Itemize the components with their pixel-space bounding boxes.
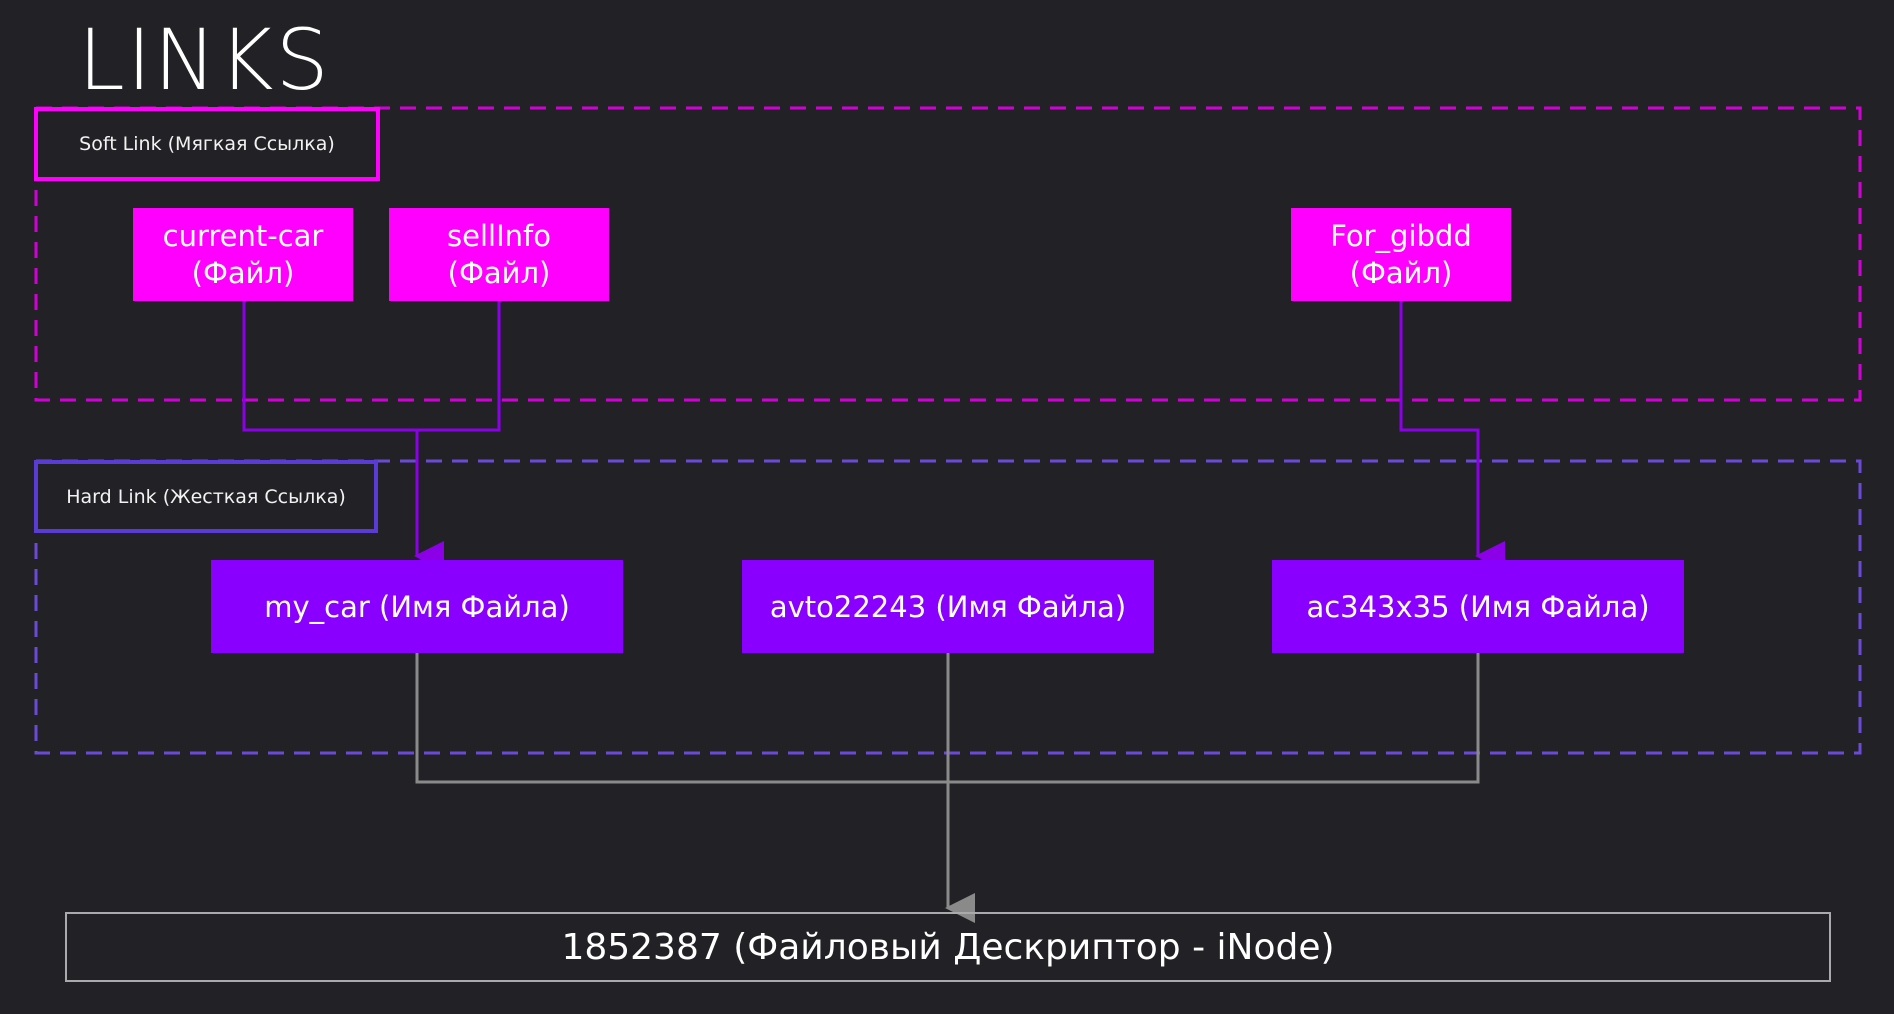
soft-link-name: current-car [162,219,324,254]
connector-sellinfo [417,301,501,432]
inode-box[interactable]: 1852387 (Файловый Дескриптор - iNode) [65,912,1831,982]
connector-current-car [242,301,417,432]
hard-link-node-my-car[interactable]: my_car (Имя Файла) [211,560,623,653]
soft-link-node-for-gibdd[interactable]: For_gibdd (Файл) [1291,208,1511,301]
hard-link-node-avto22243[interactable]: avto22243 (Имя Файла) [742,560,1154,653]
page-title: LINKS [78,11,331,109]
soft-link-group-label: Soft Link (Мягкая Ссылка) [34,107,380,181]
soft-link-name: For_gibdd [1330,219,1472,254]
hard-link-group-label: Hard Link (Жесткая Ссылка) [34,460,378,533]
connector-my-car [415,653,948,784]
soft-link-name: sellInfo [447,219,551,254]
soft-link-node-current-car[interactable]: current-car (Файл) [133,208,353,301]
soft-link-group-border [34,106,1862,402]
hard-link-node-ac343x35[interactable]: ac343x35 (Имя Файла) [1272,560,1684,653]
soft-link-type: (Файл) [447,255,551,290]
soft-link-node-sellinfo[interactable]: sellInfo (Файл) [389,208,609,301]
arrow-to-ac343x35 [1399,301,1505,571]
soft-link-type: (Файл) [191,255,295,290]
soft-link-type: (Файл) [1349,255,1453,290]
connector-ac343x35 [948,653,1480,784]
